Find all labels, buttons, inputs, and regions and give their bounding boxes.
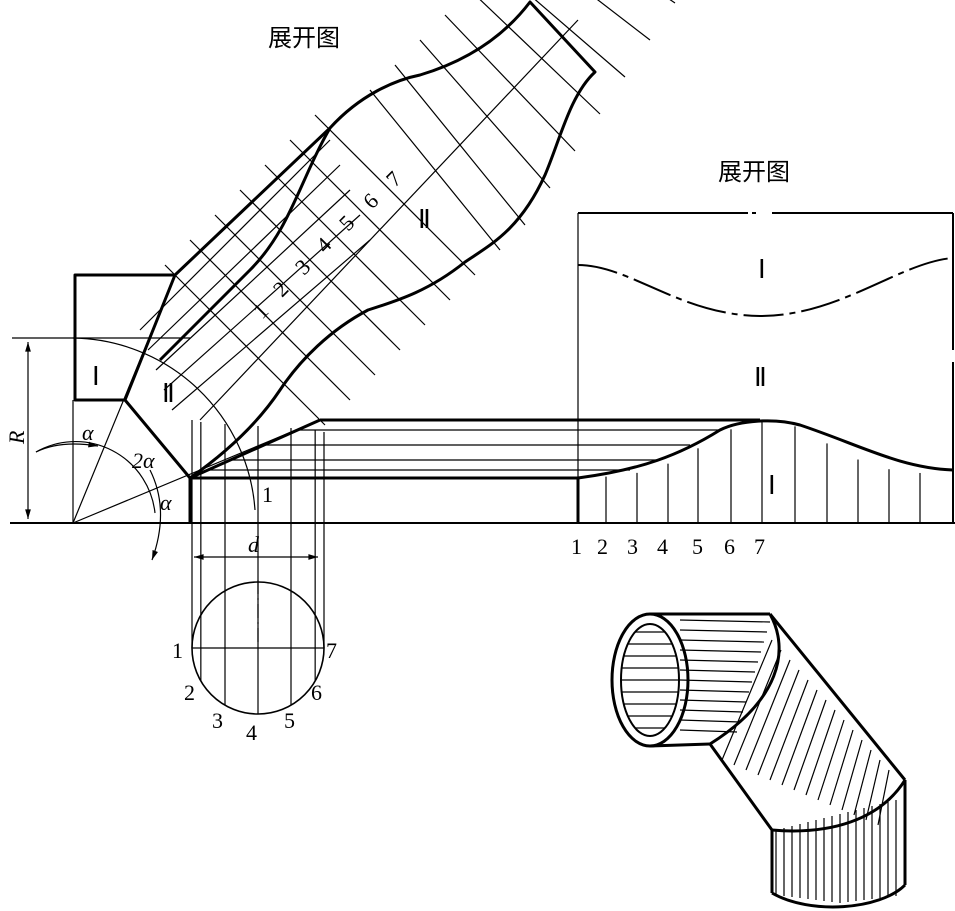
upper-development-title: 展开图: [268, 24, 340, 52]
development-element-line: [369, 89, 501, 251]
part2-label-front: Ⅱ: [162, 379, 175, 408]
alpha-label-lower: α: [160, 490, 172, 515]
diagonal-division-label: 7: [381, 166, 406, 191]
surface-line: [817, 719, 845, 801]
surface-line: [679, 649, 762, 653]
surface-line: [841, 739, 863, 811]
development-axis-line: [199, 19, 579, 421]
surface-line: [733, 649, 782, 766]
section-point-label: 1: [262, 482, 273, 507]
surface-line: [679, 619, 771, 623]
circle-point-label: 2: [184, 680, 195, 705]
part2-left-edge: [123, 274, 192, 479]
part1-label-right-bottom: Ⅰ: [768, 471, 776, 500]
right-division-label: 2: [597, 534, 608, 559]
circle-point-label: 3: [212, 708, 223, 733]
angle-arc: [35, 441, 156, 514]
development-element-line: [264, 164, 426, 326]
surface-line: [679, 679, 753, 683]
surface-line: [829, 729, 854, 806]
surface-line: [679, 689, 750, 693]
development-element-line: [669, 0, 676, 4]
development-element-line: [479, 0, 601, 115]
development-element-line: [314, 114, 476, 276]
right-development: [577, 212, 954, 523]
surface-line: [679, 639, 765, 643]
right-division-label: 3: [627, 534, 638, 559]
development-element-line: [164, 264, 326, 426]
surface-line: [757, 669, 800, 776]
part1-label-right-top: Ⅰ: [758, 255, 766, 284]
development-element-line: [419, 39, 551, 189]
right-development-title: 展开图: [718, 158, 790, 186]
surface-line: [679, 709, 744, 713]
angle-arrow-lower: [149, 469, 162, 561]
part2-label-development: Ⅱ: [418, 205, 431, 234]
circle-point-label: 5: [284, 708, 295, 733]
surface-line: [679, 729, 738, 733]
surface-line: [769, 679, 809, 781]
angle-arrow-upper: [35, 441, 99, 453]
alpha-label-upper: α: [82, 420, 94, 445]
development-element-line: [534, 0, 626, 78]
right-division-label: 1: [571, 534, 582, 559]
diagonal-division-label: 4: [311, 232, 336, 257]
circle-point-label: 7: [326, 638, 337, 663]
development-element-line: [189, 239, 351, 401]
surface-line: [679, 719, 741, 723]
part2-development-outline: [173, 0, 597, 480]
surface-line: [679, 629, 768, 633]
surface-line: [865, 759, 881, 821]
part2-label-right: Ⅱ: [754, 363, 767, 392]
miter-line: [189, 418, 321, 480]
circle-point-label: 1: [172, 638, 183, 663]
radius-arc: [72, 337, 256, 511]
surface-line: [679, 659, 759, 663]
surface-line: [853, 749, 872, 816]
surface-line: [679, 699, 747, 703]
circle-point-label: 6: [311, 680, 322, 705]
part1-bottom-seam-curve: [577, 419, 954, 480]
diagonal-division-label: 6: [358, 188, 383, 213]
surface-line: [781, 689, 818, 786]
surface-line: [721, 639, 773, 761]
development-element-line: [444, 14, 576, 152]
right-division-label: 6: [724, 534, 735, 559]
development-element-line: [239, 189, 401, 351]
right-division-label: 7: [754, 534, 765, 559]
seam-curve: [158, 127, 332, 362]
surface-line: [805, 709, 836, 796]
surface-line: [745, 659, 791, 771]
surface-line: [793, 699, 827, 791]
development-element-line: [214, 214, 376, 376]
right-division-label: 4: [657, 534, 668, 559]
diagonal-division-label: 5: [334, 210, 359, 235]
diameter-label: d: [248, 532, 260, 557]
guide-line: [155, 189, 351, 371]
part2-development: [139, 0, 676, 480]
guide-line: [163, 214, 361, 391]
horizontal-projection-lines: [207, 429, 720, 471]
isometric-elbow: [610, 612, 907, 909]
development-element-line: [289, 139, 451, 301]
guide-line: [171, 239, 371, 411]
surface-line: [679, 669, 756, 673]
two-alpha-label: 2α: [132, 448, 155, 473]
circle-point-label: 4: [246, 720, 257, 745]
right-division-label: 5: [692, 534, 703, 559]
vertical-projection-lines: [191, 420, 325, 714]
part1-label-front: Ⅰ: [92, 362, 100, 391]
development-element-line: [597, 0, 651, 41]
part1-top-seam-curve: [577, 257, 954, 318]
guide-line: [147, 164, 341, 351]
guide-line: [139, 139, 331, 331]
radius-label: R: [4, 430, 29, 445]
